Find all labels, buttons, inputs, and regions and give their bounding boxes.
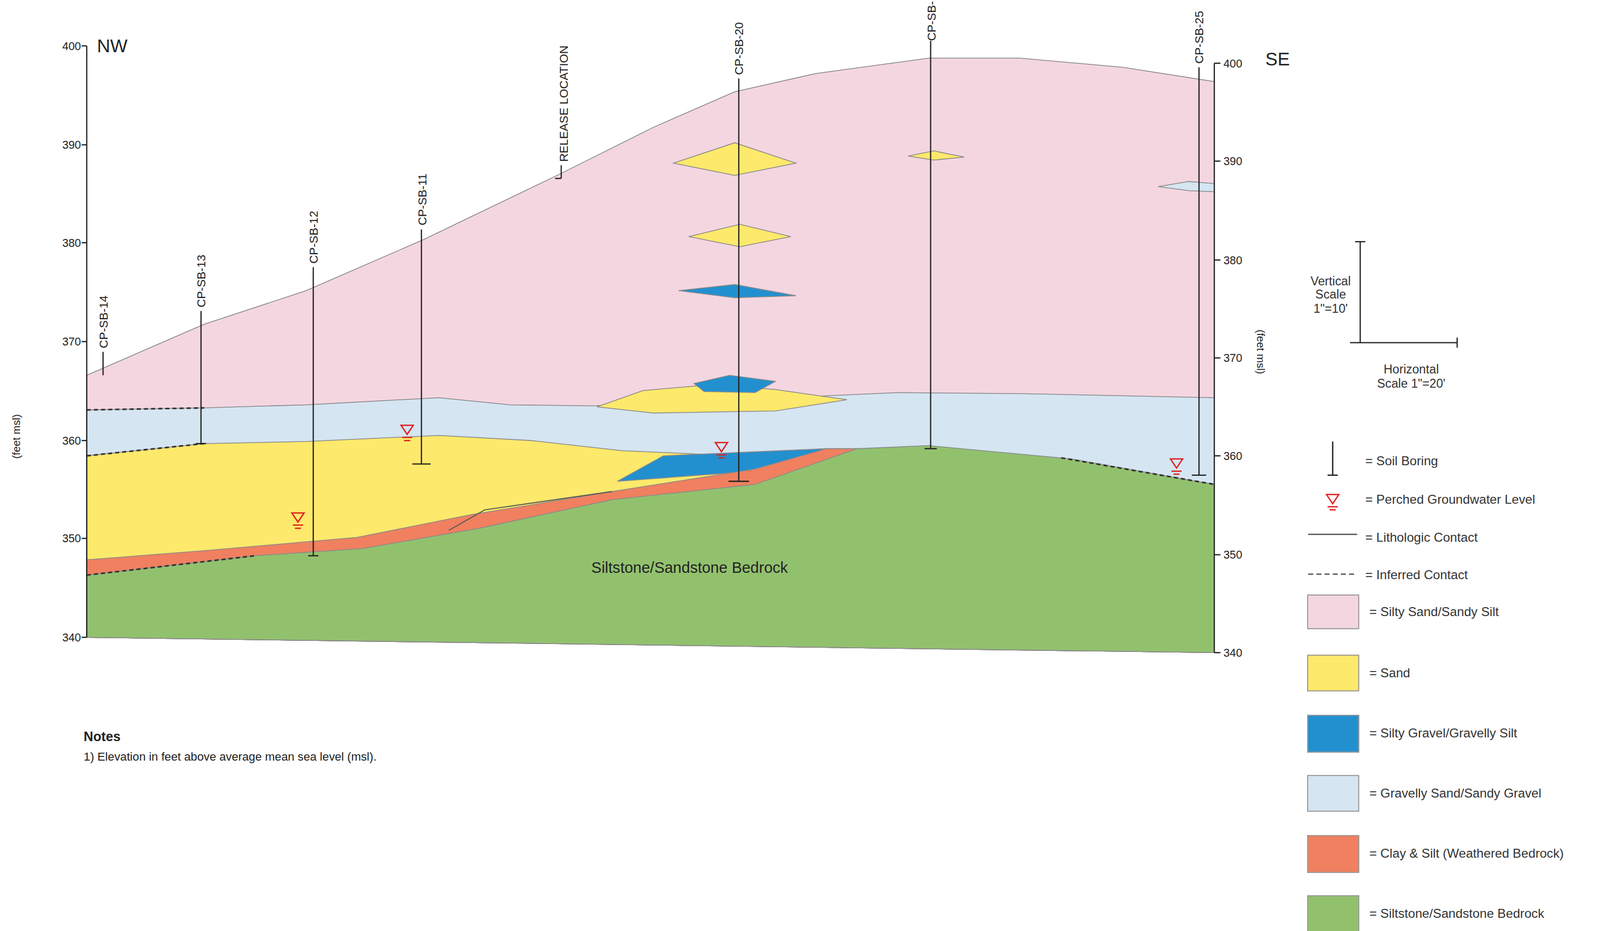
- axis-tick-label: 340: [62, 631, 82, 644]
- boring-label: CP-SB-25: [1193, 10, 1207, 64]
- boring-label: CP-SB-20: [732, 21, 747, 75]
- axis-tick-label: 380: [1223, 253, 1243, 266]
- axis-tick-label: 390: [62, 138, 82, 151]
- legend-text: = Silty Sand/Sandy Silt: [1369, 604, 1499, 620]
- axis-tick-label: 360: [1223, 449, 1243, 463]
- axis-title: (feet msl): [1254, 329, 1268, 375]
- axis-tick-label: 400: [1223, 56, 1243, 70]
- axis-tick-label: 350: [1223, 548, 1243, 561]
- silty-gravel-lens: [678, 284, 796, 298]
- legend-swatch: [1307, 834, 1360, 873]
- notes-heading: Notes: [83, 729, 121, 746]
- legend-text: = Soil Boring: [1365, 453, 1438, 469]
- groundwater-symbols: [291, 425, 1183, 529]
- boring-label: CP-SB-13: [195, 254, 209, 308]
- note-text: 1) Elevation in feet above average mean …: [83, 750, 377, 765]
- silty-sand-layer: [86, 58, 1215, 653]
- legend-text: = Clay & Silt (Weathered Bedrock): [1369, 846, 1564, 862]
- scale-label: Horizontal Scale 1"=20': [1374, 363, 1449, 392]
- legend-symbols: [1308, 441, 1358, 575]
- legend-swatch: [1307, 775, 1360, 813]
- boring-label: CP-SB-11: [415, 173, 430, 226]
- axis-tick-label: 360: [62, 434, 82, 447]
- scale-label: Vertical Scale 1"=10': [1300, 274, 1360, 318]
- boring-label: RELEASE LOCATION: [557, 44, 572, 162]
- direction-label: SE: [1265, 48, 1290, 70]
- axes: [81, 45, 1221, 653]
- gravelly-sand-layer: [86, 392, 1215, 653]
- legend-text: = Lithologic Contact: [1365, 530, 1478, 546]
- boring-label: CP-SB-14: [97, 294, 111, 348]
- legend-swatch: [1307, 654, 1360, 692]
- axis-tick-label: 350: [62, 531, 82, 545]
- scale-bar: [1349, 241, 1457, 348]
- axis-tick-label: 370: [1223, 351, 1243, 365]
- axis-tick-label: 380: [62, 236, 82, 250]
- gravelly-sand-lens: [1158, 181, 1215, 192]
- legend-text: = Inferred Contact: [1365, 568, 1468, 584]
- legend-text: = Gravelly Sand/Sandy Gravel: [1369, 786, 1542, 802]
- legend-text: = Silty Gravel/Gravelly Silt: [1369, 726, 1518, 741]
- sand-lens: [908, 150, 965, 160]
- sand-layer: [86, 435, 1215, 653]
- bedrock-label: Siltstone/Sandstone Bedrock: [591, 558, 788, 576]
- legend-text: = Perched Groundwater Level: [1365, 492, 1536, 508]
- legend-swatch: [1307, 594, 1360, 630]
- inferred-contacts: [86, 407, 1215, 576]
- soil-borings: [102, 40, 1206, 556]
- axis-tick-label: 340: [1223, 646, 1243, 660]
- axis-tick-label: 370: [62, 335, 82, 348]
- silty-gravel-lens: [693, 375, 776, 393]
- legend-text: = Siltstone/Sandstone Bedrock: [1369, 907, 1545, 922]
- sand-lens: [673, 143, 796, 176]
- inner-contact: [449, 491, 613, 531]
- bedrock-layer: [86, 445, 1215, 653]
- boring-label: CP-SB-: [925, 1, 939, 41]
- legend-text: = Sand: [1369, 665, 1411, 681]
- legend-swatch: [1307, 895, 1360, 931]
- axis-tick-label: 400: [62, 39, 82, 52]
- legend-swatch: [1307, 714, 1360, 753]
- direction-label: NW: [97, 35, 128, 57]
- axis-title: (feet msl): [10, 414, 23, 460]
- sand-lens: [688, 224, 791, 247]
- axis-tick-label: 390: [1223, 154, 1243, 168]
- boring-label: CP-SB-12: [307, 210, 322, 264]
